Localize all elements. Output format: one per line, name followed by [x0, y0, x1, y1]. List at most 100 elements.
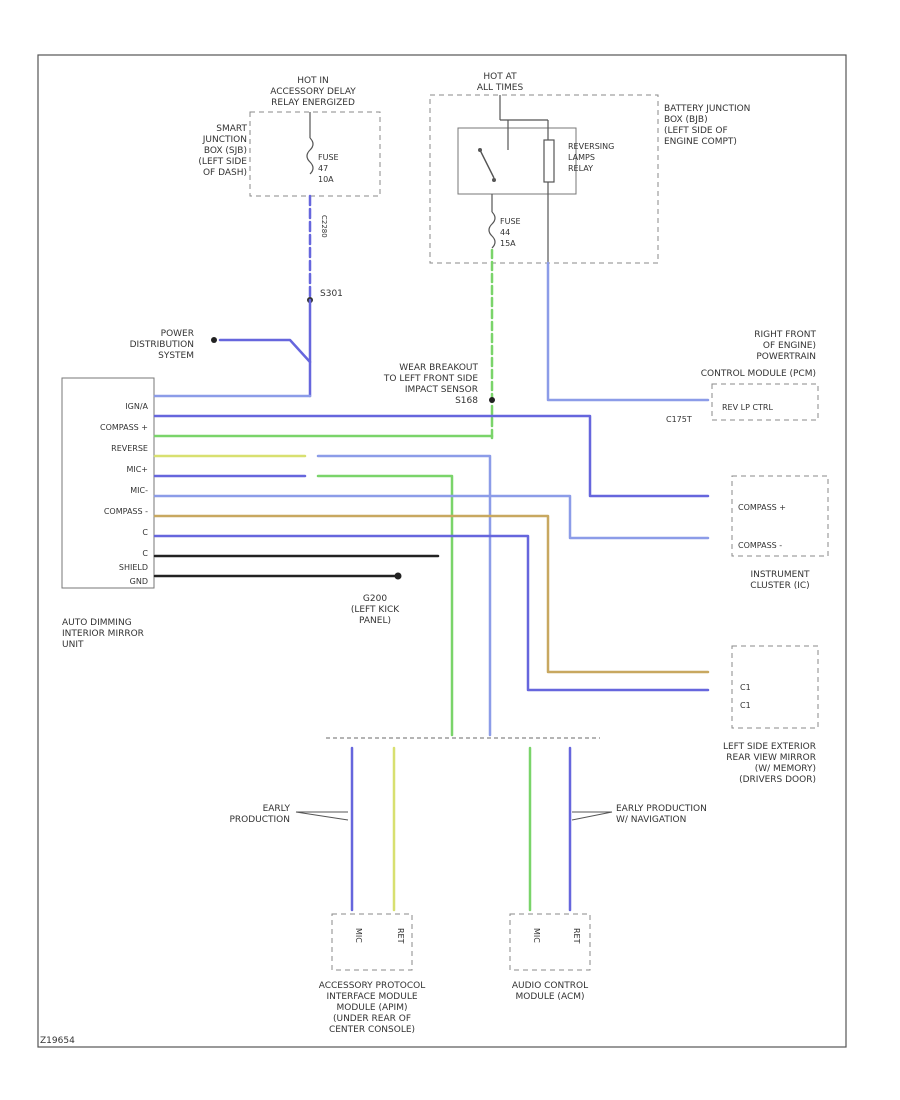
relay-line1: REVERSING — [568, 142, 614, 151]
splice-s301-label: S301 — [320, 289, 343, 299]
mirror-caption-line3: UNIT — [62, 640, 84, 650]
smart-jb-line5: OF DASH) — [203, 168, 247, 178]
top-wires: C2280 S301 — [218, 194, 710, 442]
wear-line3: IMPACT SENSOR — [405, 385, 478, 395]
pcm-connector: C175T — [666, 415, 692, 424]
ext-mirror-caption1: LEFT SIDE EXTERIOR — [723, 742, 816, 752]
ext-mirror-caption3: (W/ MEMORY) — [755, 764, 816, 774]
wire-bjb-relay-down — [546, 261, 710, 402]
pcm-line3: POWERTRAIN — [756, 352, 816, 362]
fuse-47-line3: 10A — [318, 175, 334, 184]
audio-control-module: MIC RET AUDIO CONTROL MODULE (ACM) — [509, 913, 591, 1002]
early-production-labels: EARLY PRODUCTION EARLY PRODUCTION W/ NAV… — [229, 804, 706, 825]
auto-dimming-mirror-unit: IGN/A COMPASS + REVERSE MIC+ MIC- COMPAS… — [61, 377, 155, 650]
smart-jb-line2: JUNCTION — [202, 135, 247, 145]
ext-mirror-pin2: C1 — [740, 701, 751, 710]
accessory-protocol-interface-module: MIC RET ACCESSORY PROTOCOL INTERFACE MOD… — [319, 913, 426, 1035]
fuse-44-line3: 15A — [500, 239, 516, 248]
mirror-pin-9: GND — [130, 577, 148, 586]
pcm-line4: CONTROL MODULE (PCM) — [701, 369, 816, 379]
apim-caption5: CENTER CONSOLE) — [329, 1025, 415, 1035]
bjb-line1: BATTERY JUNCTION — [664, 104, 750, 114]
cluster-outline — [731, 475, 829, 557]
acm-pin1: MIC — [532, 928, 541, 943]
ext-mirror-outline — [731, 645, 819, 729]
early-left-line2: PRODUCTION — [229, 815, 290, 825]
mirror-pin-5: COMPASS - — [104, 507, 148, 516]
acm-pin2: RET — [572, 928, 581, 944]
diagram-frame — [37, 54, 847, 1048]
cluster-pin1: COMPASS + — [738, 503, 786, 512]
powertrain-control-module: RIGHT FRONT OF ENGINE) POWERTRAIN CONTRO… — [666, 330, 819, 424]
apim-caption3: MODULE (APIM) — [337, 1003, 408, 1013]
fuse-47-symbol — [306, 137, 314, 175]
cluster-caption1: INSTRUMENT — [750, 570, 810, 580]
apim-pin1: MIC — [354, 928, 363, 943]
hot-acc-line2: ACCESSORY DELAY — [270, 87, 356, 97]
battery-junction-box: HOT AT ALL TIMES BATTERY JUNCTION BOX (B… — [429, 72, 750, 264]
early-left-line1: EARLY — [263, 804, 291, 814]
mirror-caption-line2: INTERIOR MIRROR — [62, 629, 144, 639]
mirror-harness — [153, 394, 710, 737]
acm-caption2: MODULE (ACM) — [516, 992, 585, 1002]
mirror-pin-6: C — [142, 528, 148, 537]
smart-jb-outline — [249, 111, 381, 197]
wire-mic-minus-cont — [316, 474, 454, 737]
wire-compass-plus — [153, 414, 710, 498]
mirror-unit-box — [61, 377, 155, 589]
power-dist-line2: DISTRIBUTION — [130, 340, 194, 350]
bjb-line2: BOX (BJB) — [664, 115, 708, 125]
wire-mic-plus-cont — [316, 454, 492, 737]
ground-g200 — [394, 572, 402, 580]
mirror-pin-7: C — [142, 549, 148, 558]
apim-pin2: RET — [396, 928, 405, 944]
ground-line2: (LEFT KICK — [351, 605, 400, 615]
hot-at-line2: ALL TIMES — [477, 83, 524, 93]
reversing-lamps-relay — [457, 127, 577, 195]
ground-line1: G200 — [363, 594, 387, 604]
ext-mirror-caption2: REAR VIEW MIRROR — [726, 753, 816, 763]
acm-outline — [509, 913, 591, 971]
wear-breakout: WEAR BREAKOUT TO LEFT FRONT SIDE IMPACT … — [383, 363, 495, 406]
mirror-pin-1: COMPASS + — [100, 423, 148, 432]
wear-line4: S168 — [455, 396, 478, 406]
bjb-line4: ENGINE COMPT) — [664, 137, 737, 147]
lower-harness — [295, 737, 613, 912]
cluster-caption2: CLUSTER (IC) — [750, 581, 809, 591]
wear-line2: TO LEFT FRONT SIDE — [383, 374, 478, 384]
smart-jb-line1: SMART — [216, 124, 247, 134]
relay-line2: LAMPS — [568, 153, 595, 162]
hot-acc-line3: RELAY ENERGIZED — [271, 98, 355, 108]
fuse-44-symbol — [488, 211, 496, 249]
mirror-pin-2: REVERSE — [111, 444, 148, 453]
pcm-line1: RIGHT FRONT — [754, 330, 816, 340]
apim-caption1: ACCESSORY PROTOCOL — [319, 981, 426, 991]
smart-jb-line3: BOX (SJB) — [204, 146, 247, 156]
mirror-pin-0: IGN/A — [125, 402, 148, 411]
power-dist-line1: POWER — [161, 329, 194, 339]
fuse-44-line2: 44 — [500, 228, 510, 237]
early-right-line2: W/ NAVIGATION — [616, 815, 686, 825]
apim-caption4: (UNDER REAR OF — [333, 1014, 411, 1024]
pcm-line2: OF ENGINE) — [763, 341, 816, 351]
hot-at-line1: HOT AT — [483, 72, 517, 82]
ext-mirror-pin1: C1 — [740, 683, 751, 692]
cluster-pin2: COMPASS - — [738, 541, 782, 550]
smart-junction-box: HOT IN ACCESSORY DELAY RELAY ENERGIZED S… — [198, 76, 381, 197]
early-right-line1: EARLY PRODUCTION — [616, 804, 707, 814]
power-dist-line3: SYSTEM — [158, 351, 194, 361]
diagram-code: Z19654 — [40, 1036, 75, 1046]
exterior-rear-view-mirror: C1 C1 LEFT SIDE EXTERIOR REAR VIEW MIRRO… — [723, 645, 819, 785]
mirror-caption-line1: AUTO DIMMING — [62, 618, 132, 628]
power-distribution-system: POWER DISTRIBUTION SYSTEM — [130, 329, 217, 361]
wire-power-dist — [218, 338, 312, 364]
hot-acc-line1: HOT IN — [297, 76, 329, 86]
apim-caption2: INTERFACE MODULE — [326, 992, 417, 1002]
ground-location: G200 (LEFT KICK PANEL) — [351, 594, 400, 626]
wear-line1: WEAR BREAKOUT — [399, 363, 478, 373]
wire-compass-minus — [153, 494, 710, 540]
fuse-44-line1: FUSE — [500, 217, 521, 226]
mirror-pin-3: MIC+ — [126, 465, 148, 474]
mirror-pin-8: SHIELD — [119, 563, 148, 572]
